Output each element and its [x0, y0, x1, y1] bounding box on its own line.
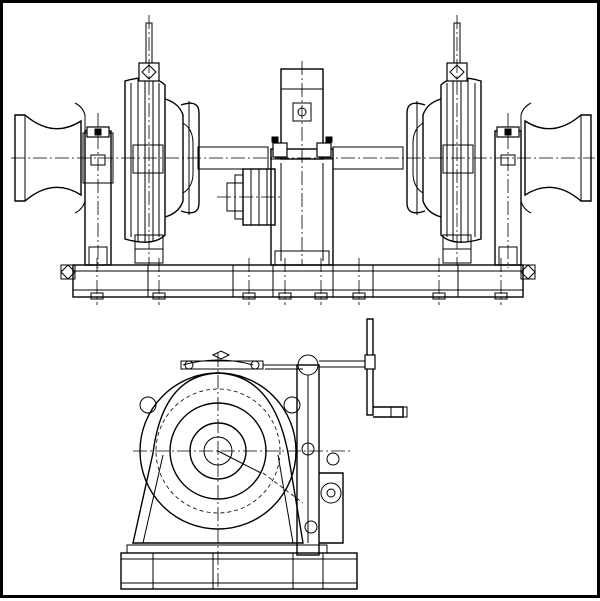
- left-pedestal: [84, 113, 112, 268]
- right-band-brake: [440, 15, 482, 265]
- left-band-brake: [124, 15, 166, 265]
- brake-handwheel-crank: [319, 318, 408, 418]
- side-base-frame: [120, 544, 358, 590]
- motor: [217, 168, 283, 226]
- side-elevation: [120, 318, 408, 590]
- right-pedestal: [494, 113, 522, 268]
- brake-column: [262, 354, 344, 556]
- windlass-drawing: [11, 15, 595, 590]
- right-warping-head: [520, 102, 592, 214]
- right-gypsy-wheel: [406, 98, 442, 218]
- band-brake: [180, 350, 303, 370]
- gypsy-wheel: [139, 372, 297, 530]
- center-gearbox: [270, 61, 334, 266]
- left-gypsy-wheel: [164, 98, 200, 218]
- front-elevation: [11, 15, 595, 305]
- base-frame: [60, 258, 536, 305]
- base-frame-body: [72, 264, 524, 298]
